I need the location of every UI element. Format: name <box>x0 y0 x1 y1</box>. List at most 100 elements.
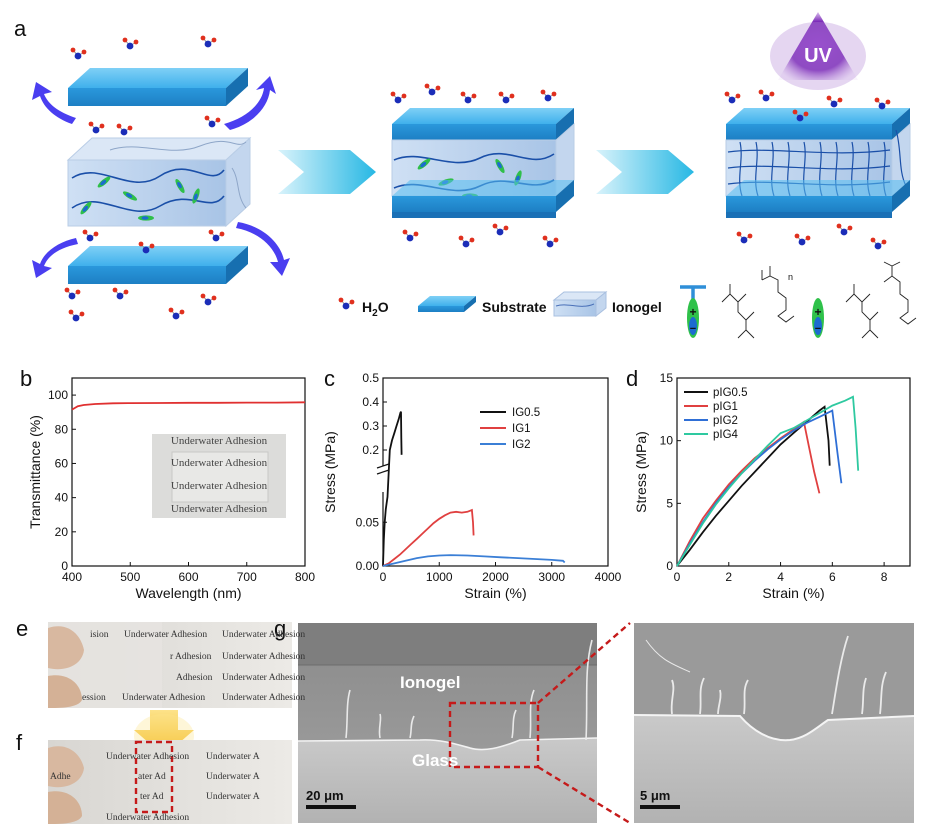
inset-text-line: Underwater Adhesion <box>171 480 268 492</box>
process-arrow-1 <box>278 150 376 194</box>
panel-letter-c: c <box>324 366 335 391</box>
x-tick-label: 400 <box>62 570 82 584</box>
photo-text: r Adhesion <box>170 652 212 662</box>
photo-text: Underwater Adhesion <box>222 673 305 683</box>
photo-text: ter Ad <box>140 792 164 802</box>
process-arrow-2 <box>596 150 694 194</box>
y-tick-label: 0.5 <box>362 371 379 385</box>
ion-plus-right: + <box>814 305 821 319</box>
chart-b-inset-photo: Underwater Adhesion Underwater Adhesion … <box>152 434 286 518</box>
panel-g-sem-right <box>633 623 915 823</box>
stage1-ionogel-block <box>66 136 252 228</box>
inset-text-line: Underwater Adhesion <box>171 457 268 469</box>
legend-label: IG0.5 <box>512 407 540 419</box>
series-line <box>676 405 831 567</box>
x-tick-label: 500 <box>120 570 140 584</box>
panel-a-illustration <box>32 12 917 339</box>
x-tick-label: 8 <box>881 570 888 584</box>
y-tick-label: 40 <box>55 491 69 505</box>
y-tick-label: 80 <box>55 422 69 436</box>
series-line <box>676 420 821 567</box>
photo-text: Adhesion <box>176 673 213 683</box>
legend-ionogel-label: Ionogel <box>612 299 662 315</box>
x-tick-label: 700 <box>237 570 257 584</box>
series-line <box>382 411 403 567</box>
x-tick-label: 4000 <box>595 570 622 584</box>
y-tick-label: 100 <box>48 388 68 402</box>
photo-text: ession <box>82 693 106 703</box>
panel-letter-a: a <box>14 16 27 41</box>
y-tick-label: 0.3 <box>362 419 379 433</box>
scale-bar-left <box>306 805 356 809</box>
x-tick-label: 0 <box>674 570 681 584</box>
photo-text: Underwater Adhesion <box>106 752 189 762</box>
x-tick-label: 800 <box>295 570 315 584</box>
legend-label: pIG4 <box>713 429 739 441</box>
x-tick-label: 1000 <box>426 570 453 584</box>
legend-substrate-label: Substrate <box>482 299 547 315</box>
x-tick-label: 3000 <box>538 570 565 584</box>
y-tick-label: 0 <box>666 559 673 573</box>
x-axis-title: Strain (%) <box>762 585 824 601</box>
y-tick-label: 0.2 <box>362 443 379 457</box>
photo-text: Underwater Adhesion <box>222 693 305 703</box>
y-axis-title: Transmittance (%) <box>27 415 43 529</box>
panel-letter-f: f <box>16 730 23 755</box>
uv-lamp <box>770 12 866 90</box>
inset-text-line: Underwater Adhesion <box>171 435 268 447</box>
photo-text: Underwater Adhesion <box>124 630 207 640</box>
y-tick-label: 5 <box>666 496 673 510</box>
y-axis-title: Stress (MPa) <box>633 431 649 513</box>
x-axis-title: Strain (%) <box>464 585 526 601</box>
panel-e-text: ision Underwater Adhesion Underwater Adh… <box>82 630 305 703</box>
scale-bar-left-label: 20 μm <box>306 788 344 803</box>
legend-water-label: H2O <box>362 299 389 319</box>
x-axis-title: Wavelength (nm) <box>135 585 241 601</box>
y-tick-label: 0.00 <box>356 559 380 573</box>
zoom-connector-lines <box>537 622 631 825</box>
legend-label: pIG2 <box>713 415 738 427</box>
x-tick-label: 0 <box>380 570 387 584</box>
sem-ionogel-label: Ionogel <box>400 673 460 692</box>
y-tick-label: 60 <box>55 456 69 470</box>
stage3-crosslinked-stack <box>725 108 911 218</box>
photo-text: ater Ad <box>138 772 166 782</box>
series-line <box>382 554 566 567</box>
panel-f-text: Underwater Adhesion Underwater A Adhe at… <box>50 752 260 823</box>
ion-minus-right: − <box>815 323 821 335</box>
photo-text: Underwater A <box>206 752 260 762</box>
uv-label: UV <box>804 45 832 67</box>
highlight-box-f <box>134 740 174 814</box>
panel-f-photo <box>48 740 292 824</box>
y-tick-label: 0 <box>61 559 68 573</box>
panel-letter-e: e <box>16 616 28 641</box>
chemical-structure-left <box>721 266 795 339</box>
chem-repeat-n: n <box>788 272 793 282</box>
ion-plus-left: + <box>689 305 696 319</box>
stage2-laminated-stack <box>391 108 575 218</box>
series-line <box>676 395 860 567</box>
x-tick-label: 6 <box>829 570 836 584</box>
photo-text: Underwater Adhesion <box>122 693 205 703</box>
panel-g-sem-left <box>297 623 598 823</box>
photo-text: Underwater A <box>206 772 260 782</box>
series-line <box>71 401 306 411</box>
scale-bar-right-label: 5 μm <box>640 788 670 803</box>
ion-minus-left: − <box>690 323 696 335</box>
photo-text: Adhe <box>50 772 71 782</box>
photo-text: ision <box>90 630 109 640</box>
photo-text: Underwater Adhesion <box>222 630 305 640</box>
legend-ion-monomer-icon <box>680 285 824 338</box>
legend-label: IG2 <box>512 439 531 451</box>
panel-e-photo <box>48 622 292 708</box>
zoom-region-box <box>448 701 540 769</box>
plot-frame <box>676 377 911 567</box>
stage1-bottom-substrate <box>68 246 248 284</box>
chemical-structure-right <box>845 261 917 339</box>
legend-label: IG1 <box>512 423 531 435</box>
